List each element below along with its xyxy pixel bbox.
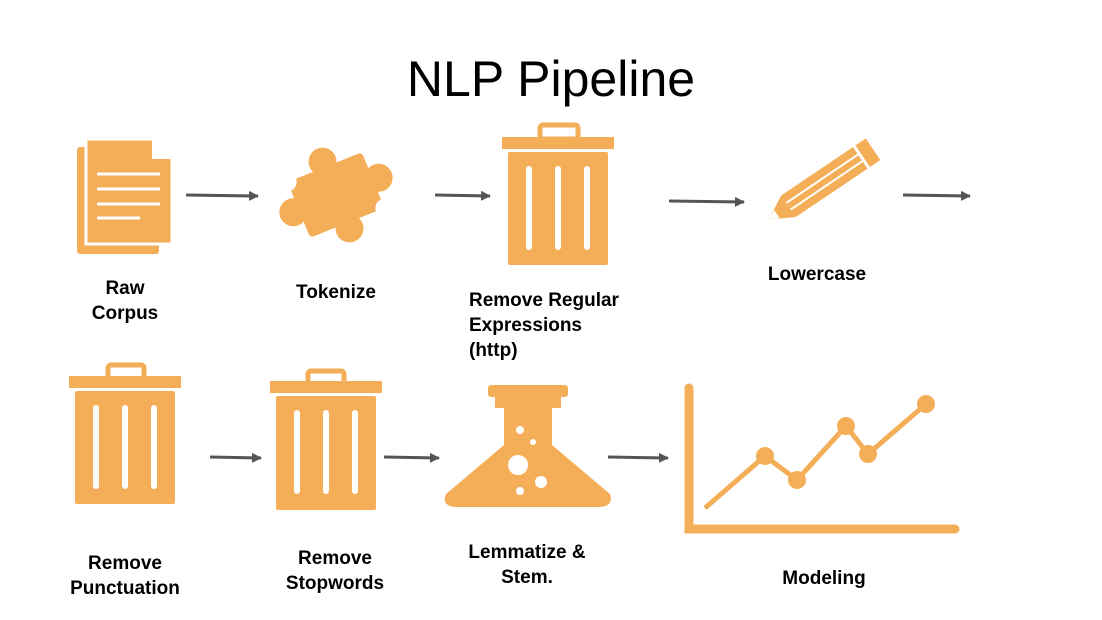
step-label-lemmatize-stem: Lemmatize & Stem. xyxy=(468,542,586,588)
arrow xyxy=(607,452,669,463)
step-label-remove-punctuation: Remove Punctuation xyxy=(70,553,180,599)
arrow xyxy=(434,190,491,201)
line-chart-icon xyxy=(684,383,960,534)
step-label-lowercase: Lowercase xyxy=(767,264,867,285)
page-title: NLP Pipeline xyxy=(406,51,696,107)
step-label-remove-stopwords: Remove Stopwords xyxy=(285,548,385,594)
step-label-tokenize: Tokenize xyxy=(296,282,376,303)
arrow xyxy=(185,190,259,201)
arrow xyxy=(209,452,262,463)
step-label-remove-regex: Remove Regular Expressions (http) xyxy=(469,290,619,361)
trash-icon xyxy=(270,368,382,510)
flow-arrows xyxy=(185,190,971,463)
puzzle-icon xyxy=(278,147,394,243)
step-label-modeling: Modeling xyxy=(782,568,866,589)
arrow xyxy=(902,190,971,201)
trash-icon xyxy=(69,362,181,504)
arrow xyxy=(383,452,440,463)
arrow xyxy=(668,196,745,207)
flask-icon xyxy=(444,385,611,507)
step-label-raw-corpus: Raw Corpus xyxy=(91,278,159,324)
pencil-icon xyxy=(768,138,881,220)
document-icon xyxy=(77,137,174,254)
trash-icon xyxy=(502,122,614,265)
